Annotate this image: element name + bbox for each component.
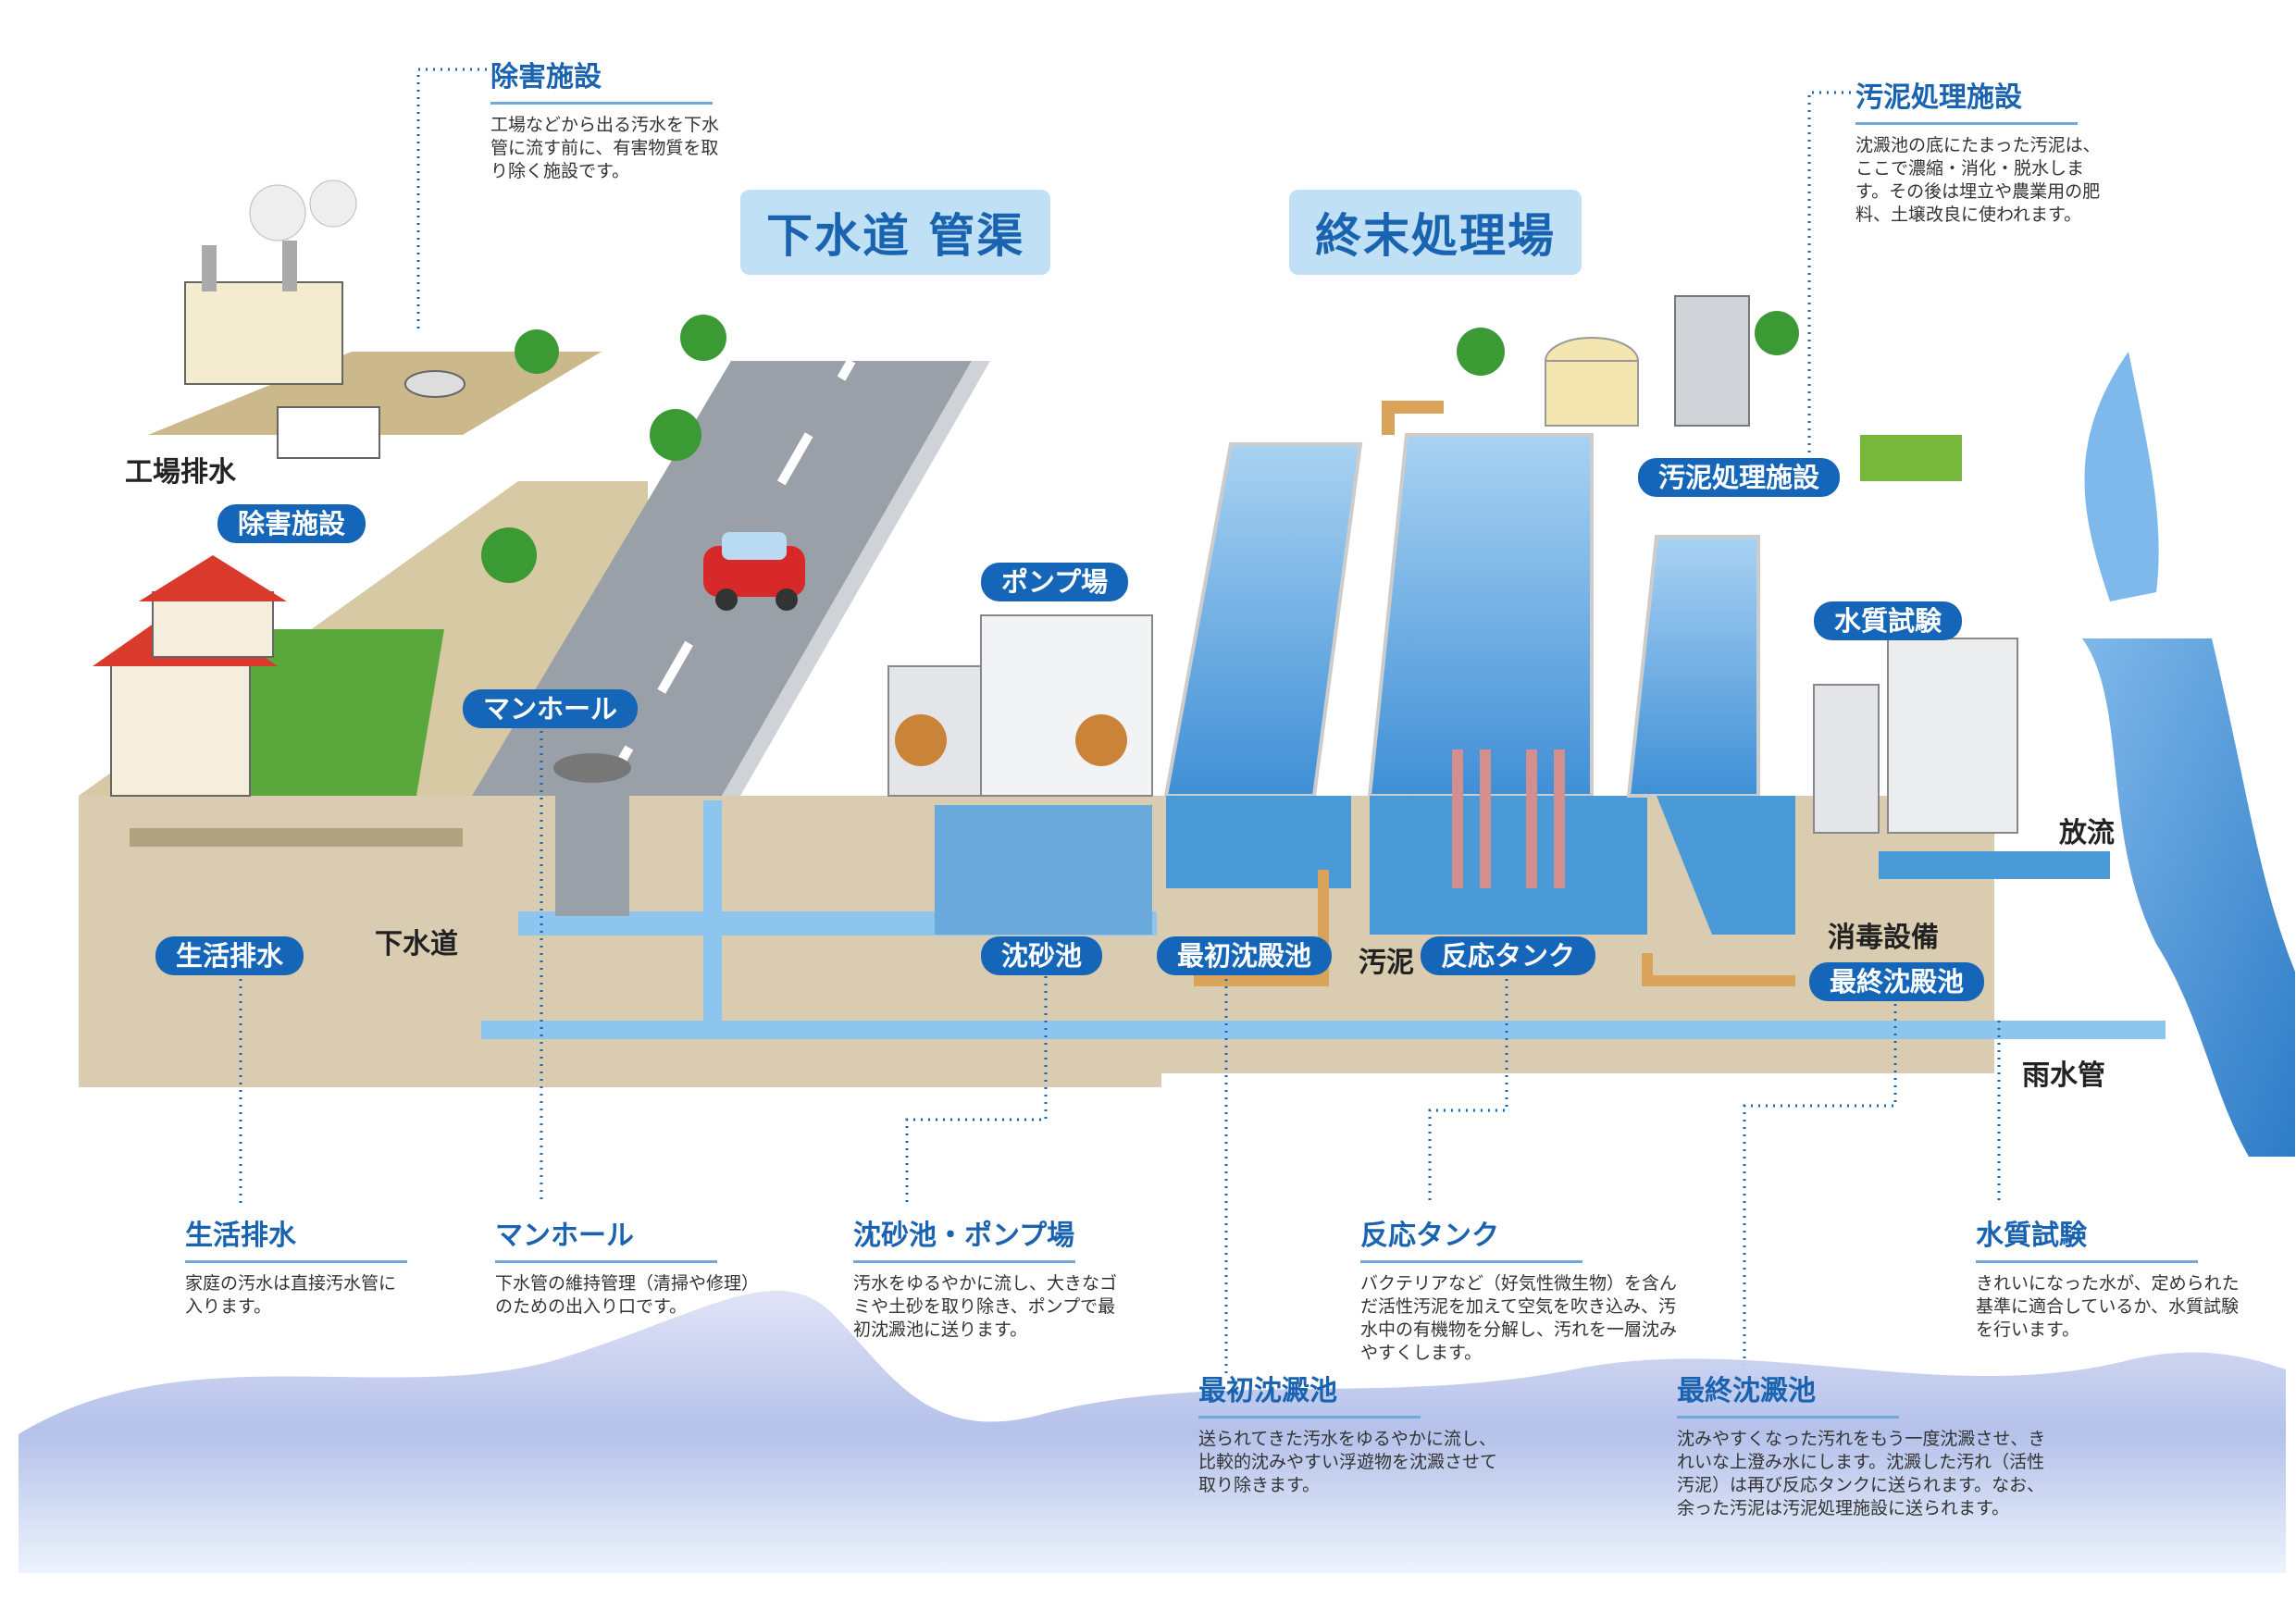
pretreatment-tank xyxy=(404,370,465,398)
callout-saisho: 最初沈澱池 送られてきた汚水をゆるやかに流し、比較的沈みやすい浮遊物を沈澱させて… xyxy=(1198,1368,1504,1497)
manhole-top xyxy=(553,753,631,783)
factory-chimney xyxy=(282,241,297,291)
factory-smoke xyxy=(249,184,306,242)
final-tank-water xyxy=(1657,796,1795,935)
sludge-truck xyxy=(1860,435,1962,481)
callout-manhole: マンホール 下水管の維持管理（清掃や修理）のための出入り口です。 xyxy=(495,1212,773,1319)
callout-text: 送られてきた汚水をゆるやかに流し、比較的沈みやすい浮遊物を沈澱させて取り除きます… xyxy=(1198,1429,1498,1495)
badge-saishu: 最終沈殿池 xyxy=(1809,962,1985,1001)
sludge-pipe xyxy=(1194,870,1795,986)
car-wheel xyxy=(715,588,738,611)
badge-manhole: マンホール xyxy=(463,689,639,728)
callout-title: 生活排水 xyxy=(185,1212,407,1263)
callout-text: 汚水をゆるやかに流し、大きなゴミや土砂を取り除き、ポンプで最初沈澱池に送ります。 xyxy=(853,1273,1118,1340)
sludge-building xyxy=(1674,295,1750,427)
callout-saishu: 最終沈澱池 沈みやすくなった汚れをもう一度沈澱させ、きれいな上澄み水にします。沈… xyxy=(1677,1368,2047,1520)
callout-hanno: 反応タンク バクテリアなど（好気性微生物）を含んだ活性汚泥を加えて空気を吹き込み… xyxy=(1360,1212,1684,1365)
callout-text: 沈みやすくなった汚れをもう一度沈澱させ、きれいな上澄み水にします。沈澱した汚れ（… xyxy=(1677,1429,2046,1518)
callout-suishitsu: 水質試験 きれいになった水が、定められた基準に適合しているか、水質試験を行います… xyxy=(1976,1212,2253,1342)
disinfection-box xyxy=(1813,684,1880,834)
callout-text: 下水管の維持管理（清掃や修理）のための出入り口です。 xyxy=(495,1273,760,1317)
badge-suishitsu: 水質試験 xyxy=(1814,601,1963,640)
river xyxy=(2082,638,2295,1157)
decorative-wave xyxy=(19,1290,2286,1573)
final-tank-top xyxy=(1626,535,1760,798)
callout-text: バクテリアなど（好気性微生物）を含んだ活性汚泥を加えて空気を吹き込み、汚水中の有… xyxy=(1360,1273,1678,1363)
car-window xyxy=(722,532,787,560)
pump-motor xyxy=(1075,714,1127,766)
badge-chinsa: 沈砂池 xyxy=(981,936,1103,975)
callout-text: 家庭の汚水は直接汚水管に入ります。 xyxy=(185,1273,397,1317)
callout-text: 沈澱池の底にたまった汚泥は、ここで濃縮・消化・脱水します。その後は埋立や農業用の… xyxy=(1855,135,2101,225)
manhole-shaft xyxy=(555,768,629,916)
section-title-plant: 終末処理場 xyxy=(1289,190,1582,275)
badge-seikatsu: 生活排水 xyxy=(155,936,304,975)
callout-text: きれいになった水が、定められた基準に適合しているか、水質試験を行います。 xyxy=(1976,1273,2240,1340)
reaction-tank-water xyxy=(1370,796,1647,935)
callout-chinsa: 沈砂池・ポンプ場 汚水をゆるやかに流し、大きなゴミや土砂を取り除き、ポンプで最初… xyxy=(853,1212,1131,1342)
car-wheel xyxy=(776,588,798,611)
grit-water xyxy=(935,805,1152,935)
house-roof-upper xyxy=(139,555,287,601)
house-upper xyxy=(152,591,274,658)
factory-smoke xyxy=(309,180,357,228)
air-diffuser xyxy=(1526,750,1565,888)
inflow-stream xyxy=(2084,352,2159,601)
callout-odei: 汚泥処理施設 沈澱池の底にたまった汚泥は、ここで濃縮・消化・脱水します。その後は… xyxy=(1855,74,2105,227)
tree xyxy=(481,527,537,583)
house-wall xyxy=(110,656,251,797)
callout-title: 最終沈澱池 xyxy=(1677,1368,1899,1419)
callout-text: 工場などから出る汚水を下水管に流す前に、有害物質を取り除く施設です。 xyxy=(490,115,720,181)
primary-tank-top xyxy=(1163,442,1363,798)
air-diffuser xyxy=(1452,750,1491,888)
label-shodoku: 消毒設備 xyxy=(1828,922,1939,954)
badge-odei: 汚泥処理施設 xyxy=(1638,458,1841,497)
reaction-tank-top xyxy=(1367,433,1594,798)
digester-body xyxy=(1545,360,1639,427)
callout-title: 除害施設 xyxy=(490,54,713,105)
road-edge xyxy=(722,361,990,796)
tree xyxy=(1457,328,1505,376)
callout-title: 反応タンク xyxy=(1360,1212,1582,1263)
leader-lines xyxy=(239,68,2001,1379)
tree xyxy=(650,409,701,461)
tree xyxy=(1755,311,1799,355)
label-usui: 雨水管 xyxy=(2022,1059,2105,1092)
callout-title: 最初沈澱池 xyxy=(1198,1368,1421,1419)
tree xyxy=(680,315,726,361)
factory-building xyxy=(184,281,343,385)
treatment-tank-box xyxy=(277,406,380,459)
tree xyxy=(515,329,559,374)
label-kojo: 工場排水 xyxy=(125,456,236,489)
lab-building xyxy=(1887,638,2018,834)
callout-title: 汚泥処理施設 xyxy=(1855,74,2078,125)
road-drain-v xyxy=(703,800,722,1022)
badge-hanno: 反応タンク xyxy=(1421,936,1596,975)
badge-jogai: 除害施設 xyxy=(217,504,366,543)
callout-jogai: 除害施設 工場などから出る汚水を下水管に流す前に、有害物質を取り除く施設です。 xyxy=(490,54,726,183)
callout-title: 沈砂池・ポンプ場 xyxy=(853,1212,1075,1263)
callout-title: 水質試験 xyxy=(1976,1212,2198,1263)
pump-motor xyxy=(895,714,947,766)
rain-pipe xyxy=(481,1021,2166,1039)
house-drain xyxy=(130,828,463,847)
callout-seikatsu: 生活排水 家庭の汚水は直接汚水管に入ります。 xyxy=(185,1212,407,1319)
label-horyu: 放流 xyxy=(2059,817,2115,849)
label-odei: 汚泥 xyxy=(1359,947,1414,979)
label-gesuido: 下水道 xyxy=(375,928,458,960)
pump-house xyxy=(980,614,1153,797)
discharge-pipe xyxy=(1879,851,2110,879)
section-title-sewer: 下水道 管渠 xyxy=(740,190,1051,275)
factory-ground xyxy=(148,352,602,435)
badge-pump: ポンプ場 xyxy=(981,563,1129,601)
sludge-pipe-to-plant xyxy=(1382,401,1444,435)
badge-saisho: 最初沈殿池 xyxy=(1157,936,1333,975)
callout-title: マンホール xyxy=(495,1212,717,1263)
factory-chimney xyxy=(202,245,217,291)
